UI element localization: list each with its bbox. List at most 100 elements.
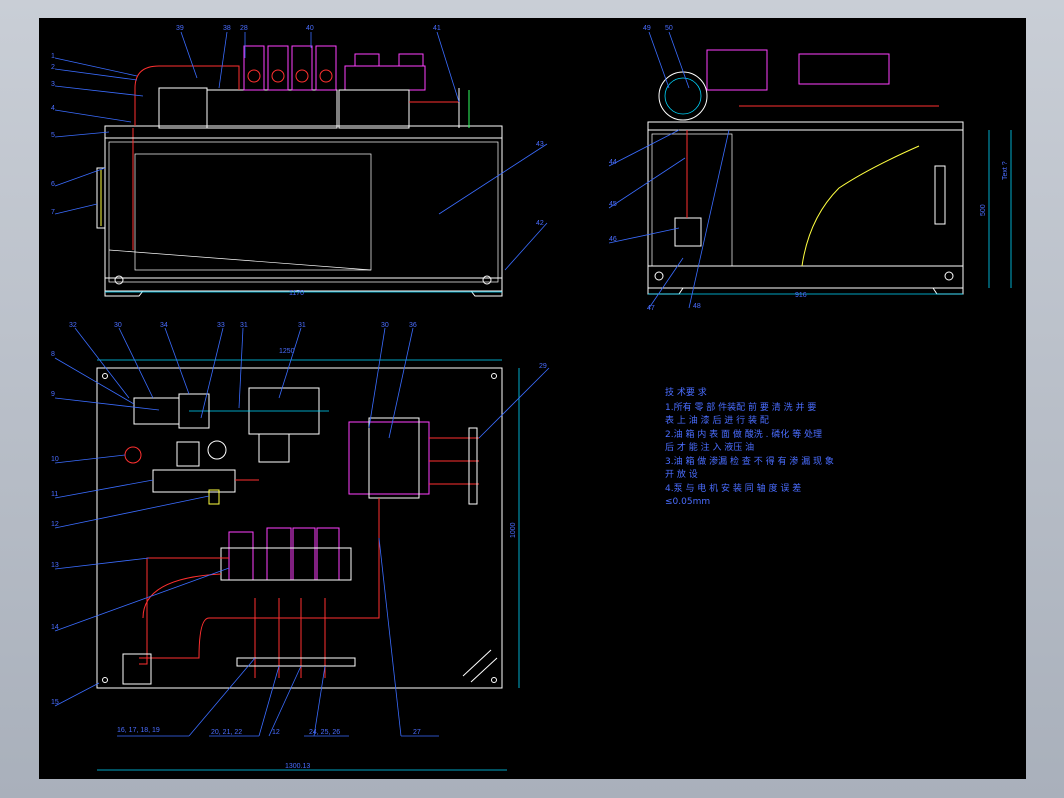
- balloon-24-26: 24, 25, 26: [309, 729, 340, 736]
- balloon-20-22: 20, 21, 22: [211, 729, 242, 736]
- front-foot-right: [470, 290, 503, 297]
- front-valve-4: [315, 45, 337, 91]
- front-valve-3: [291, 45, 313, 91]
- balloon-4: 4: [51, 105, 55, 112]
- top-center-block: [220, 547, 352, 581]
- balloon-47: 47: [647, 305, 655, 312]
- leader-line: [648, 257, 684, 309]
- leader-line: [164, 327, 190, 395]
- leader-line: [74, 327, 130, 399]
- leader-line: [436, 31, 460, 103]
- front-pump-block: [158, 87, 208, 129]
- side-motor-inner: [664, 77, 702, 115]
- top-view: 1250 1300.13 1000 32 30 34 33 31 31 30 3…: [51, 322, 550, 771]
- tech-notes-title: 技 术要 求: [665, 386, 707, 398]
- top-center-valve-3: [292, 527, 316, 581]
- side-dim-width: 916: [795, 292, 807, 299]
- front-tank-outline: [104, 137, 503, 292]
- side-bolt-right: [944, 271, 954, 281]
- balloon-46: 46: [609, 236, 617, 243]
- leader-line: [54, 557, 150, 570]
- balloon-11: 11: [51, 491, 58, 498]
- tech-note-7: 4.泵 与 电 机 安 装 同 轴 度 误 差: [665, 482, 801, 494]
- balloon-30: 30: [114, 322, 122, 329]
- leader-line: [313, 665, 326, 737]
- front-valve-1: [243, 45, 265, 91]
- leader-line: [648, 31, 670, 89]
- leader-line: [188, 657, 256, 737]
- side-valve-stack: [706, 49, 768, 91]
- leader-line: [238, 327, 244, 409]
- tech-note-2: 表 上 油 漆 后 进 行 装 配: [665, 414, 769, 426]
- leader-line: [54, 567, 230, 632]
- side-dim-height: 500: [980, 204, 987, 216]
- top-right-block: [368, 417, 420, 499]
- leader-line: [54, 131, 110, 138]
- leader-line: [378, 537, 402, 737]
- leader-line: [54, 454, 126, 464]
- balloon-40: 40: [306, 25, 314, 32]
- leader-line: [54, 479, 154, 499]
- top-relief-valve: [152, 469, 236, 493]
- top-small-fitting: [208, 489, 220, 505]
- leader-line: [200, 327, 224, 419]
- front-bolt-left: [114, 275, 124, 285]
- leader-line: [54, 167, 106, 187]
- leader-line: [54, 397, 160, 411]
- balloon-3: 3: [51, 81, 55, 88]
- balloon-2: 2: [51, 64, 55, 71]
- tech-note-1: 1.所有 零 部 件装配 前 要 清 洗 并 要: [665, 401, 816, 413]
- balloon-6: 6: [51, 181, 55, 188]
- front-pipe-b: [214, 65, 240, 90]
- side-tank-outline: [647, 129, 964, 289]
- top-pipe-left: [139, 557, 229, 665]
- leader-line: [54, 682, 100, 707]
- top-corner-hole: [491, 373, 497, 379]
- front-valve-2: [267, 45, 289, 91]
- top-center-valve-1: [228, 531, 254, 581]
- side-curve: [801, 145, 920, 267]
- top-cutout: [462, 649, 492, 677]
- front-balloons: 1 2 3 4 5 6 7 39 38 28 40 41 43 42: [51, 25, 548, 271]
- front-manifold-block: [206, 89, 338, 129]
- leader-line: [608, 157, 686, 209]
- leader-line: [180, 31, 198, 79]
- front-valve-port: [295, 69, 309, 83]
- tech-note-4: 后 才 能 注 入 液压 油: [665, 441, 754, 453]
- top-right-manifold: [348, 421, 430, 495]
- leader-line: [504, 222, 548, 271]
- cad-drawing: 1170 1 2 3 4 5 6 7 39 38 28 40 41: [51, 25, 1012, 771]
- leader-line: [54, 203, 98, 215]
- top-bottom-block: [122, 653, 152, 685]
- balloon-31a: 31: [240, 322, 248, 329]
- front-tank-inner: [108, 141, 499, 283]
- front-solenoid-coil-a: [354, 53, 380, 67]
- balloon-48: 48: [693, 303, 701, 310]
- balloon-15: 15: [51, 699, 59, 706]
- level-gauge: [96, 167, 106, 229]
- front-pipe-a: [134, 65, 215, 126]
- balloon-44: 44: [609, 159, 617, 166]
- leader-line: [278, 327, 302, 399]
- top-dim-right: 1000: [510, 522, 517, 538]
- top-center-valve-4: [316, 527, 340, 581]
- leader-line: [478, 367, 550, 439]
- tech-note-6: 开 放 设: [665, 468, 698, 480]
- balloon-43: 43: [536, 141, 544, 148]
- balloon-33: 33: [217, 322, 225, 329]
- front-diag-line: [108, 249, 372, 271]
- leader-line: [388, 327, 414, 439]
- front-valve-port: [319, 69, 333, 83]
- tech-note-5: 3.油 箱 做 渗漏 检 查 不 得 有 渗 漏 现 象: [665, 455, 834, 467]
- leader-line: [258, 665, 280, 737]
- balloon-28: 28: [240, 25, 248, 32]
- balloon-49: 49: [643, 25, 651, 32]
- top-right-bracket: [468, 427, 478, 505]
- leader-line: [54, 109, 132, 123]
- balloon-36: 36: [409, 322, 417, 329]
- top-dim-bottom: 1300.13: [285, 763, 310, 770]
- leader-line: [54, 85, 144, 97]
- balloon-12: 12: [51, 521, 59, 528]
- front-bolt-right: [482, 275, 492, 285]
- tech-note-3: 2.油 箱 内 表 面 做 酸洗 . 磷化 等 处理: [665, 428, 822, 440]
